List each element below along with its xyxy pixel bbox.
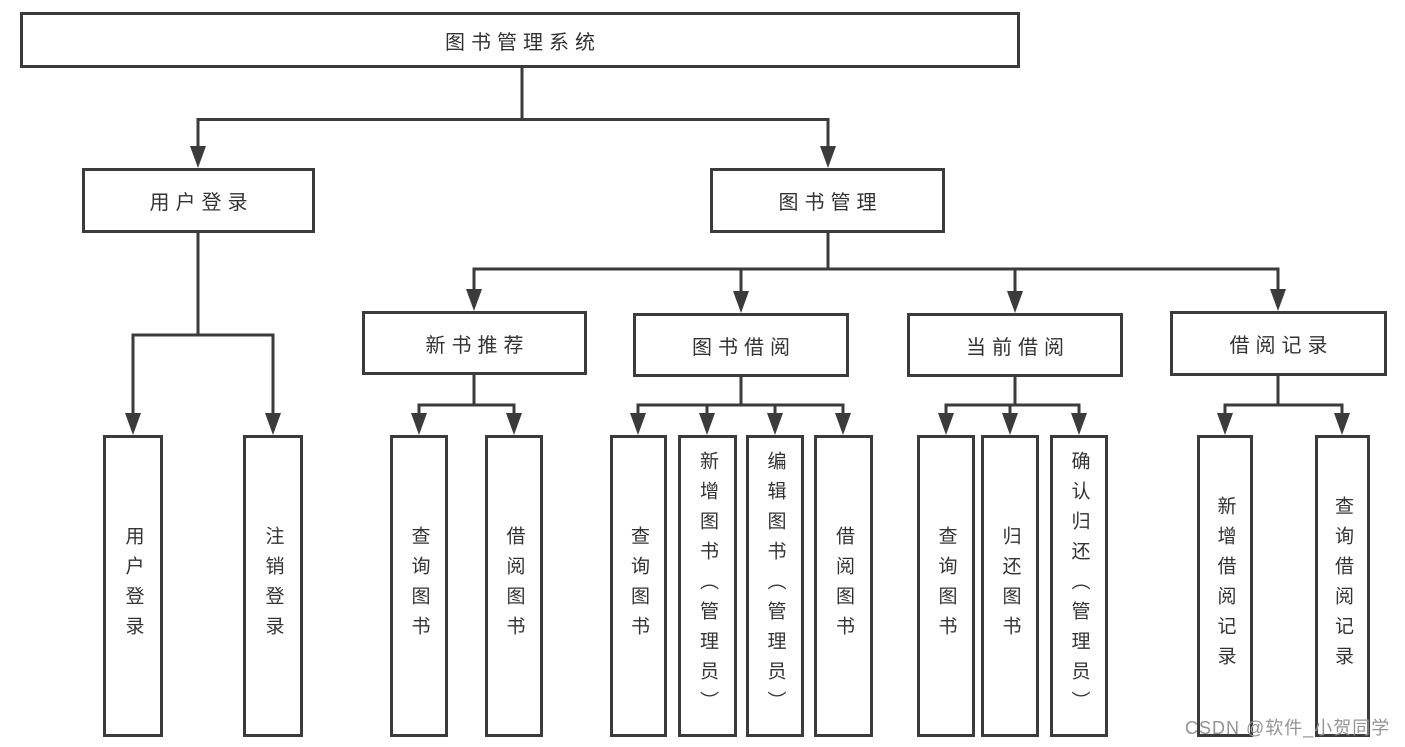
leaf-logout: 注销登录: [243, 435, 303, 737]
leaf-query-books-2-label: 查询图书: [628, 526, 649, 646]
arrowhead-leaf-add-borrow-record: [1217, 413, 1233, 435]
leaf-edit-books-admin: 编辑图书（管理员）: [746, 435, 804, 737]
connector-new-books-to-leaves: [417, 375, 516, 416]
node-root-label: 图书管理系统: [445, 31, 601, 54]
leaf-add-books-admin: 新增图书（管理员）: [678, 435, 737, 737]
arrowhead-leaf-query-books-3: [938, 413, 954, 435]
node-book-borrow: 图书借阅: [633, 313, 849, 377]
arrowhead-leaf-user-login: [125, 413, 141, 435]
leaf-confirm-return-admin: 确认归还（管理员）: [1050, 435, 1108, 737]
leaf-add-borrow-record-label: 新增借阅记录: [1214, 496, 1236, 676]
connector-root-to-level2: [196, 66, 830, 150]
arrowhead-leaf-query-books-2: [630, 413, 646, 435]
node-book-mgmt-label: 图书管理: [778, 192, 883, 214]
leaf-confirm-return-admin-label: 确认归还（管理员）: [1068, 451, 1090, 721]
connector-borrow-records-to-leaves: [1223, 376, 1344, 416]
csdn-watermark: CSDN @软件_小贺同学: [1185, 718, 1391, 738]
leaf-return-books-label: 归还图书: [999, 526, 1021, 646]
node-new-book-recommend: 新书推荐: [362, 311, 587, 375]
leaf-borrow-books-1: 借阅图书: [485, 435, 543, 737]
arrowhead-new-books-node: [466, 289, 482, 311]
node-borrow-records-label: 借阅记录: [1229, 335, 1334, 357]
leaf-query-borrow-record: 查询借阅记录: [1315, 435, 1370, 737]
leaf-query-books-1-label: 查询图书: [408, 526, 430, 646]
leaf-user-login: 用户登录: [103, 435, 163, 737]
arrowhead-leaf-query-borrow-record: [1334, 413, 1350, 435]
leaf-query-books-1: 查询图书: [390, 435, 448, 737]
leaf-query-borrow-record-label: 查询借阅记录: [1332, 496, 1353, 676]
leaf-edit-books-admin-label: 编辑图书（管理员）: [764, 451, 786, 721]
leaf-user-login-label: 用户登录: [122, 526, 144, 646]
node-new-book-recommend-label: 新书推荐: [425, 334, 530, 357]
leaf-add-books-admin-label: 新增图书（管理员）: [697, 451, 718, 721]
leaf-borrow-books-2: 借阅图书: [814, 435, 873, 737]
connector-book-mgmt-to-level3: [472, 233, 1280, 294]
node-current-borrow: 当前借阅: [907, 313, 1123, 377]
node-book-mgmt: 图书管理: [710, 168, 945, 233]
connector-current-borrow-to-leaves: [944, 377, 1081, 416]
node-borrow-records: 借阅记录: [1170, 311, 1387, 376]
arrowhead-leaf-logout: [265, 413, 281, 435]
arrowhead-leaf-edit-books: [767, 413, 783, 435]
arrowhead-borrow-records-node: [1270, 289, 1286, 311]
connector-book-borrow-to-leaves: [636, 377, 845, 416]
node-user-login: 用户登录: [82, 168, 315, 233]
arrowhead-leaf-borrow-books-1: [506, 413, 522, 435]
node-root: 图书管理系统: [20, 12, 1020, 68]
arrowhead-leaf-add-books: [699, 413, 715, 435]
leaf-borrow-books-2-label: 借阅图书: [833, 526, 854, 646]
leaf-return-books: 归还图书: [981, 435, 1039, 737]
node-current-borrow-label: 当前借阅: [966, 336, 1070, 359]
leaf-query-books-3: 查询图书: [917, 435, 975, 737]
arrowhead-leaf-borrow-books-2: [835, 413, 851, 435]
arrowhead-current-borrow-node: [1007, 291, 1023, 313]
leaf-logout-label: 注销登录: [262, 526, 284, 646]
connector-user-login-to-leaves: [131, 233, 275, 416]
arrowhead-leaf-query-books-1: [411, 413, 427, 435]
arrowhead-book-mgmt-node: [820, 146, 836, 168]
arrowhead-user-login-node: [190, 146, 206, 168]
arrowhead-book-borrow-node: [733, 291, 749, 313]
arrowhead-leaf-return-books: [1002, 413, 1018, 435]
leaf-query-books-3-label: 查询图书: [935, 526, 957, 646]
leaf-query-books-2: 查询图书: [610, 435, 667, 737]
arrowhead-leaf-confirm-return: [1071, 413, 1087, 435]
node-book-borrow-label: 图书借阅: [692, 336, 796, 359]
leaf-add-borrow-record: 新增借阅记录: [1197, 435, 1253, 737]
node-user-login-label: 用户登录: [149, 192, 254, 214]
leaf-borrow-books-1-label: 借阅图书: [503, 526, 525, 646]
